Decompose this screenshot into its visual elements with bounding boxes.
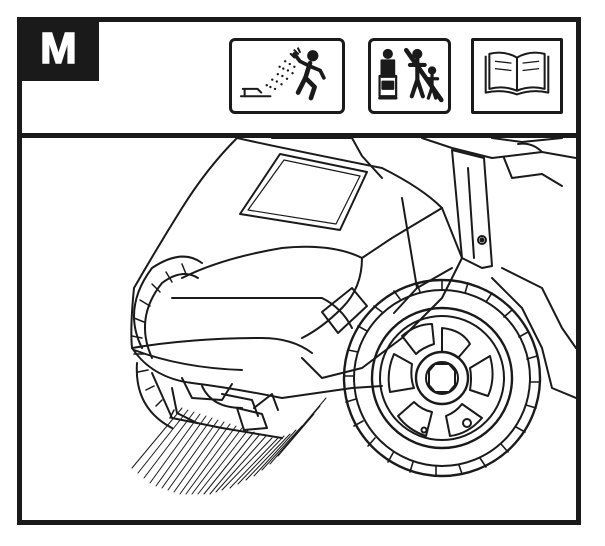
mower-illustration <box>22 138 576 520</box>
thrown-objects-warning-icon <box>229 38 345 114</box>
read-manual-icon <box>471 38 563 114</box>
page-frame <box>17 17 581 525</box>
header-divider <box>17 133 581 138</box>
section-letter-badge: M <box>17 17 99 81</box>
rear-wheel <box>342 278 542 478</box>
keep-bystanders-away-icon <box>368 38 451 114</box>
section-letter: M <box>39 23 77 74</box>
